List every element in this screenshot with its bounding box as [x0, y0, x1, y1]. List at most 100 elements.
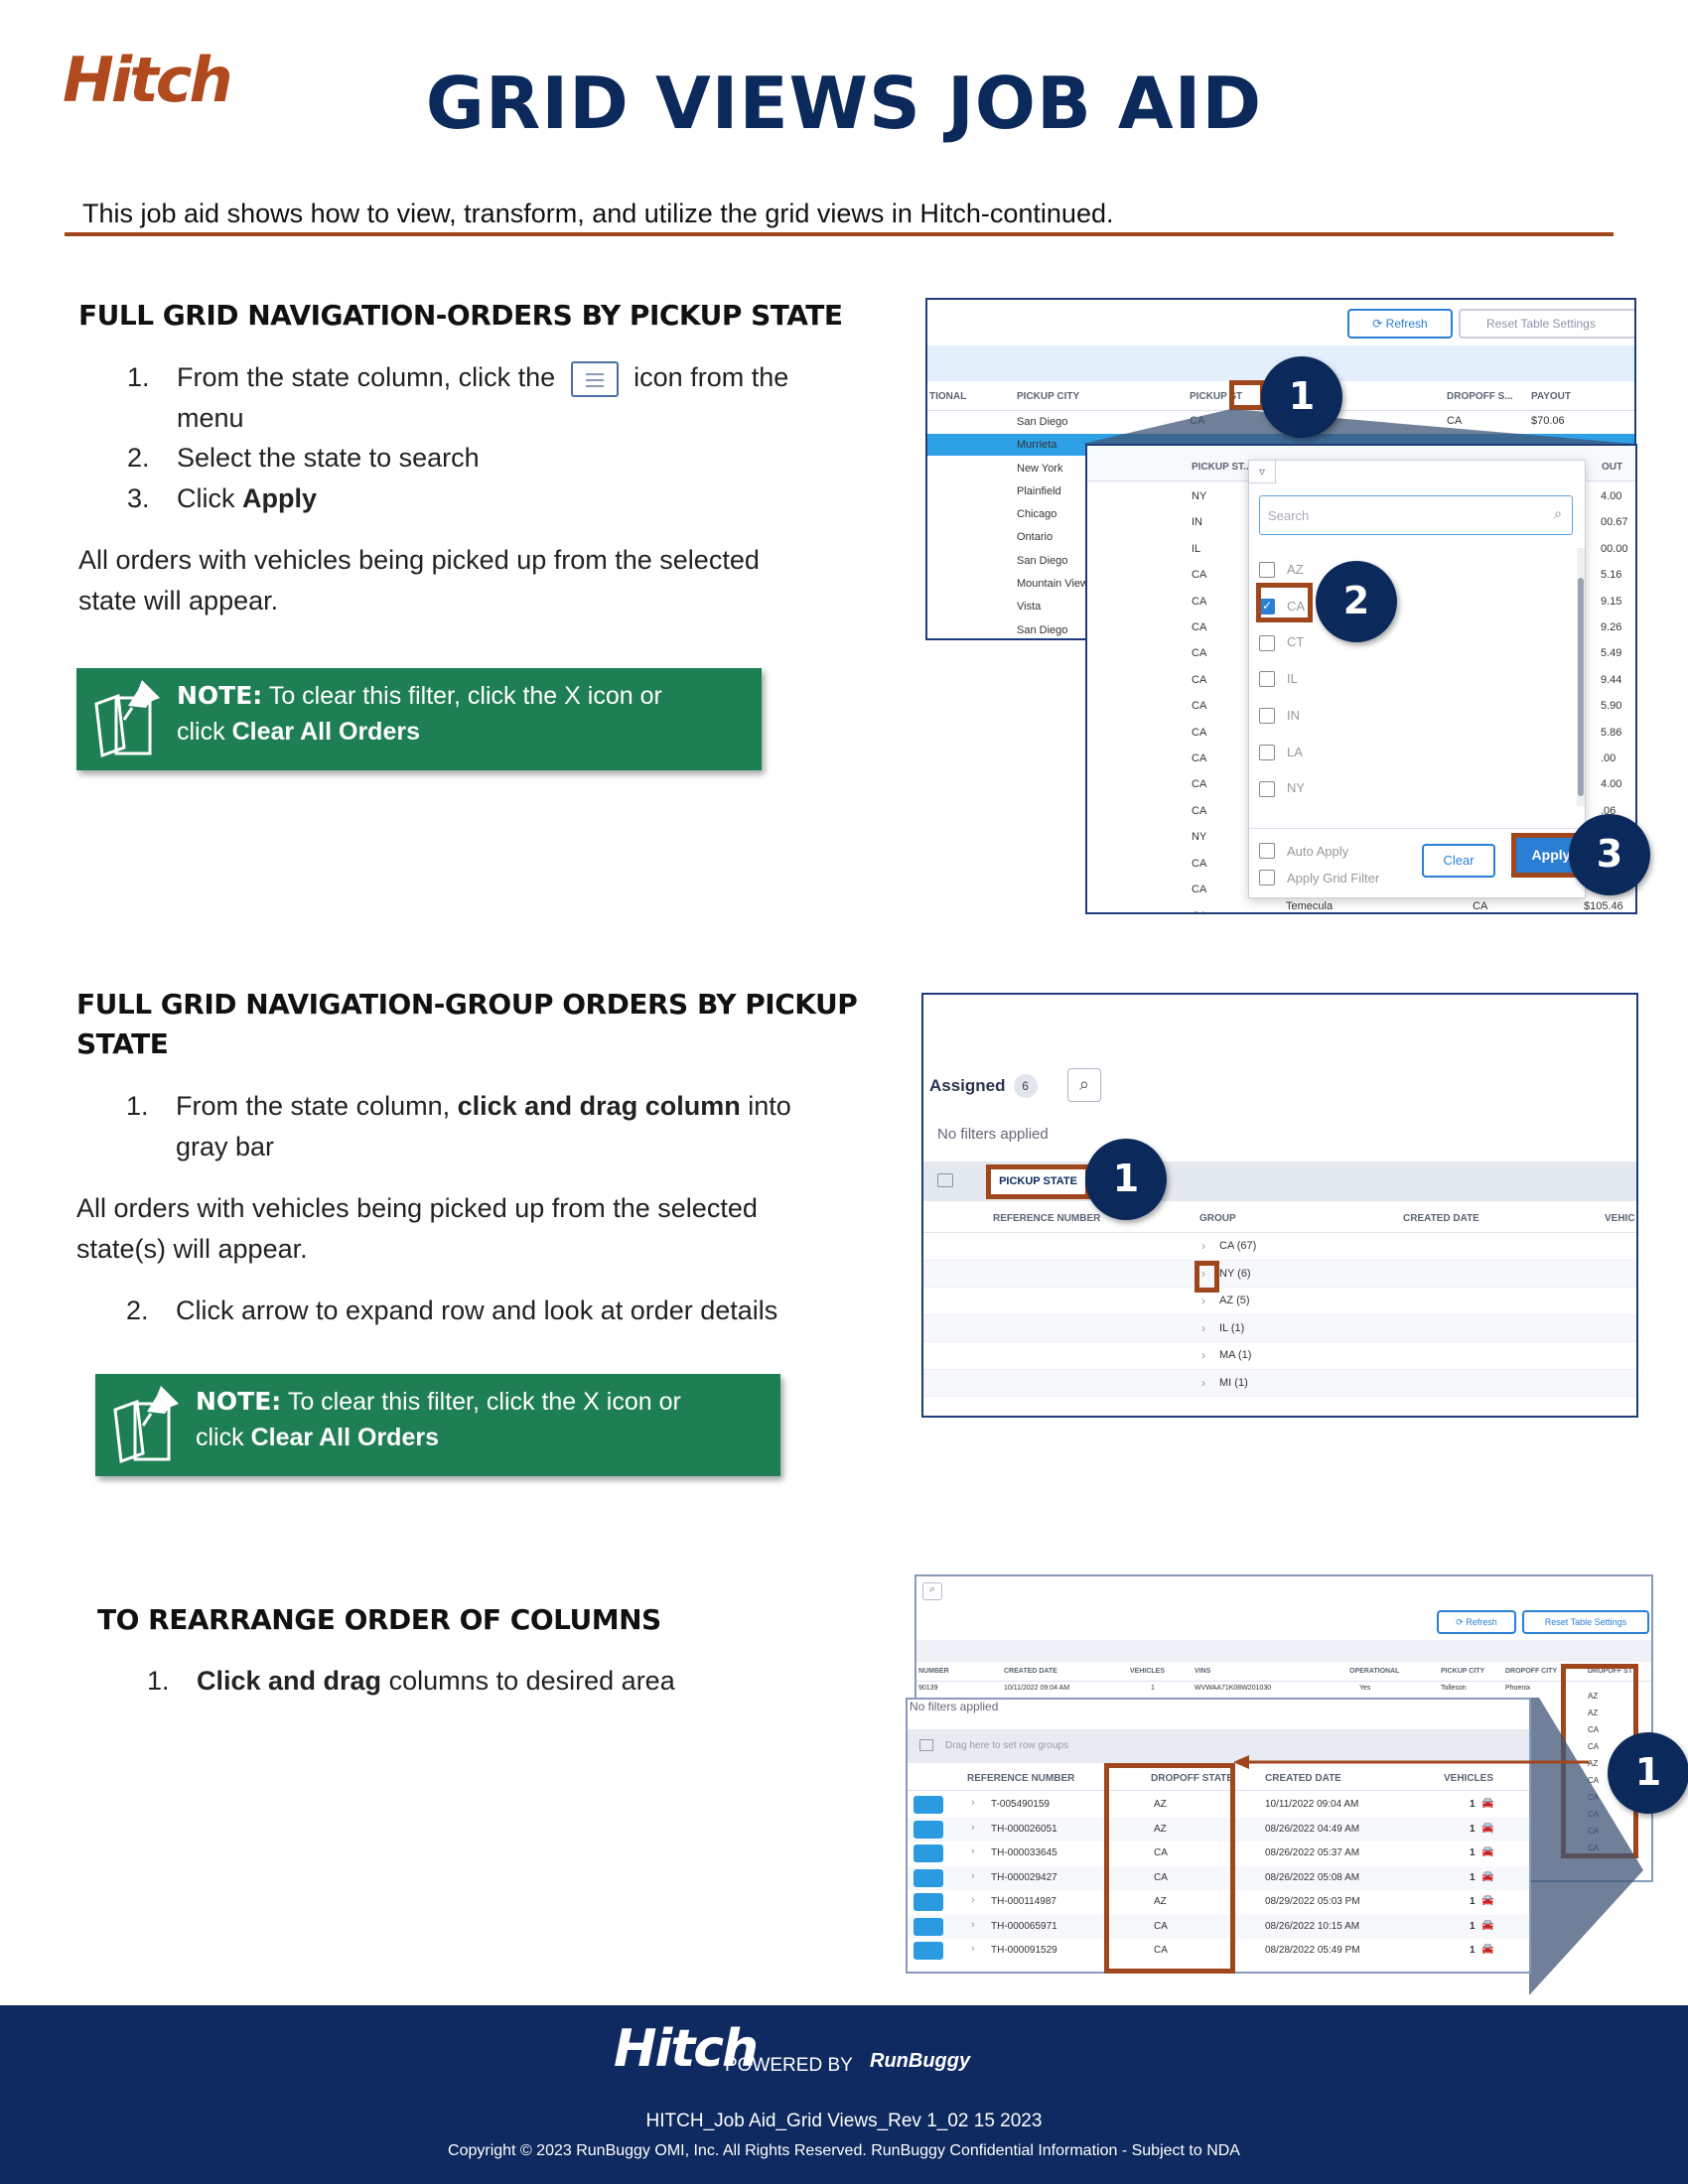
state-option[interactable]: CT [1259, 624, 1305, 661]
zoom-connector [1082, 409, 1633, 444]
group-row[interactable]: ›MA (1) [923, 1342, 1636, 1370]
group-bar-icon [937, 1173, 953, 1187]
pickup-state-column: NYINILCACACACACACACACACACANYCACACA [1192, 490, 1207, 912]
grid-header-row: REFERENCE NUMBER DROPOFF STATE CREATED D… [908, 1765, 1529, 1791]
reset-table-button[interactable]: Reset Table Settings [1459, 309, 1634, 339]
auto-apply-checkbox[interactable]: Auto Apply [1259, 843, 1348, 859]
state-filter-dropdown: ▿ Search ⌕ AZ ✓CA CT IL IN LA NY Auto Ap… [1248, 460, 1587, 898]
document-icon [914, 1796, 943, 1814]
first-dropoff-state: CA [1447, 415, 1463, 427]
document-icon [914, 1893, 943, 1911]
section2-step2: 2.Click arrow to expand row and look at … [126, 1296, 778, 1325]
car-icon: 🚘 [1481, 1822, 1494, 1834]
car-icon: 🚘 [1481, 1870, 1494, 1882]
group-rows: ›CA (67) ›NY (6) ›AZ (5) ›IL (1) ›MA (1)… [923, 1233, 1636, 1397]
refresh-icon: ⟳ [1372, 317, 1386, 331]
filter-funnel-icon[interactable]: ▿ [1248, 460, 1276, 483]
section1-step2: 2.Select the state to search [127, 443, 480, 473]
car-icon: 🚘 [1481, 1798, 1494, 1809]
group-row[interactable]: ›IL (1) [923, 1314, 1636, 1342]
document-icon [914, 1917, 943, 1936]
car-icon: 🚘 [1481, 1895, 1494, 1906]
section1-heading: FULL GRID NAVIGATION-ORDERS BY PICKUP ST… [78, 299, 843, 332]
document-icon [914, 1942, 943, 1960]
dropdown-divider [1249, 828, 1587, 829]
state-option[interactable]: NY [1259, 770, 1305, 807]
runbuggy-logo: RunBuggy [870, 2050, 971, 2072]
first-payout: $70.06 [1531, 415, 1565, 427]
step-badge-3: 3 [1569, 814, 1650, 895]
state-option[interactable]: LA [1259, 735, 1305, 771]
step-badge-2: 2 [1316, 561, 1397, 642]
document-icon [914, 1868, 943, 1887]
bottom-row: Temecula CA $105.46 [1286, 900, 1623, 912]
refresh-button[interactable]: ⟳ Refresh [1347, 309, 1453, 339]
footer: Hitch POWERED BY RunBuggy HITCH_Job Aid_… [0, 2005, 1688, 2184]
reset-table-button[interactable]: Reset Table Settings [1522, 1610, 1649, 1634]
section1-note: NOTE: To clear this filter, click the X … [76, 668, 762, 770]
section2-note: NOTE: To clear this filter, click the X … [95, 1374, 780, 1476]
document-id: HITCH_Job Aid_Grid Views_Rev 1_02 15 202… [645, 2111, 1043, 2131]
copyright: Copyright © 2023 RunBuggy OMI, Inc. All … [448, 2142, 1240, 2159]
group-row[interactable]: ›CA (67) [923, 1233, 1636, 1261]
step-badge-1: 1 [1608, 1732, 1688, 1814]
search-icon[interactable]: ⌕ [922, 1582, 942, 1600]
section1-step1: 1.From the state column, click the icon … [127, 357, 862, 398]
expand-arrow-highlight [1195, 1261, 1219, 1293]
footer-hitch-logo: Hitch [614, 2019, 759, 2079]
section1-step1-cont: menu [177, 403, 244, 433]
state-option-list: AZ ✓CA CT IL IN LA NY [1259, 552, 1305, 807]
note-pin-icon [113, 1386, 179, 1464]
car-icon: 🚘 [1481, 1919, 1494, 1931]
search-icon[interactable]: ⌕ [1067, 1068, 1101, 1102]
group-bar-icon [919, 1739, 933, 1751]
group-row[interactable]: ›AZ (5) [923, 1288, 1636, 1315]
row-group-bar[interactable]: Drag here to set row groups [908, 1729, 1529, 1763]
apply-grid-filter-checkbox[interactable]: Apply Grid Filter [1259, 870, 1379, 886]
dropoff-state-column-highlight [1104, 1763, 1235, 1974]
group-screenshot: Assigned 6 ⌕ No filters applied REFERENC… [921, 993, 1638, 1418]
intro-text: This job aid shows how to view, transfor… [82, 199, 1114, 228]
powered-by: POWERED BY [725, 2055, 853, 2076]
ca-option-highlight [1256, 583, 1313, 622]
checkbox-checked-icon: ✓ [1259, 599, 1275, 615]
step-badge-1: 1 [1085, 1139, 1167, 1220]
state-option[interactable]: IN [1259, 698, 1305, 735]
page-title: GRID VIEWS JOB AID [425, 62, 1263, 145]
assigned-tab[interactable]: Assigned 6 [929, 1074, 1038, 1098]
pickup-state-chip[interactable]: PICKUP STATE [986, 1164, 1090, 1199]
note-pin-icon [94, 680, 160, 758]
state-option-checked[interactable]: ✓CA [1259, 589, 1305, 625]
back-header-row: NUMBER CREATED DATE VEHICLES VINS OPERAT… [916, 1666, 1651, 1682]
clear-button[interactable]: Clear [1422, 844, 1495, 878]
group-bar [916, 1640, 1651, 1662]
state-option[interactable]: AZ [1259, 552, 1305, 589]
section3-heading: TO REARRANGE ORDER OF COLUMNS [97, 1603, 661, 1636]
refresh-button[interactable]: ⟳ Refresh [1437, 1610, 1516, 1634]
section1-step3: 3.Click Apply [127, 483, 318, 513]
section3-step1: 1.Click and drag columns to desired area [147, 1666, 675, 1696]
dropdown-scrollbar[interactable] [1577, 548, 1585, 806]
back-row: 90139 10/11/2022 09:04 AM 1 WVWAA71K08W2… [918, 1685, 1531, 1692]
header-divider [65, 232, 1614, 236]
state-option[interactable]: IL [1259, 661, 1305, 698]
grid-header-row: REFERENCE NUMBER GROUP CREATED DATE VEHI… [923, 1203, 1636, 1233]
group-row[interactable]: ›MI (1) [923, 1369, 1636, 1397]
zoom-connector [1529, 1698, 1643, 1995]
group-row[interactable]: ›NY (6) [923, 1260, 1636, 1288]
document-icon [914, 1820, 943, 1839]
move-arrow-icon [1233, 1755, 1589, 1769]
section1-result: All orders with vehicles being picked up… [78, 545, 760, 615]
section2-result: All orders with vehicles being picked up… [76, 1193, 758, 1264]
menu-icon [570, 360, 619, 397]
filter-search-input[interactable]: Search ⌕ [1259, 495, 1573, 535]
